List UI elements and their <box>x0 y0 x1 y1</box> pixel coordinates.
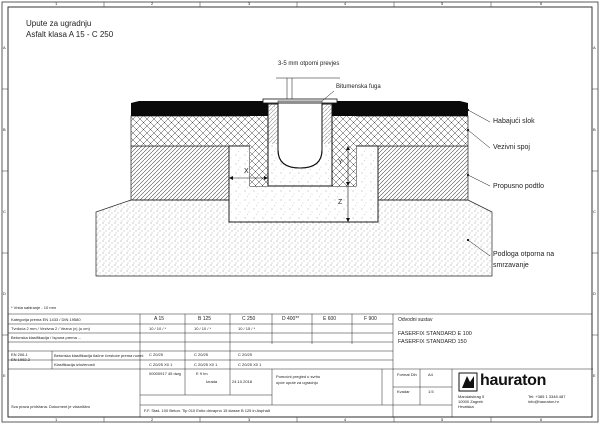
drawing-description: F.F. Staš. 100 Beton. Tip 010 Entio driv… <box>144 408 270 413</box>
class-f900: F 900 <box>364 316 377 322</box>
address-line-2: 10000 Zagreb <box>458 399 483 404</box>
address-line-3: Hrvatska <box>458 404 474 409</box>
col-label: 3 <box>248 1 251 6</box>
col-label: 6 <box>540 417 543 422</box>
table-cell: 10 / 15 / * <box>238 326 256 331</box>
note-line-1: Pomoćni pregled u svrhu <box>276 374 321 379</box>
row-label-concrete: Betonska klasifikacija / Ispuna prema ..… <box>11 335 82 340</box>
company-name: hauraton <box>480 372 547 389</box>
title-line-1: Upute za ugradnju <box>26 19 92 28</box>
system-item: FASERFIX STANDARD 150 <box>398 339 467 345</box>
row-label: D <box>3 291 6 296</box>
col-label: 6 <box>540 1 543 6</box>
company-email: info@hauraton.hr <box>528 399 559 404</box>
row-label: E <box>593 373 596 378</box>
table-cell: 10 / 10 / * <box>149 326 167 331</box>
row-label-category: Kategorija prema EN 1433 / DIN 19580 <box>11 317 81 322</box>
row-label: B <box>593 127 596 132</box>
systems-title: Odvodni sustav <box>398 317 433 323</box>
sheet-value: 1:5 <box>428 389 434 394</box>
row-label: D <box>593 291 596 296</box>
class-c250: C 250 <box>242 316 256 322</box>
col-label: 3 <box>248 417 251 422</box>
table-cell: C 20/25 X0 1 <box>238 362 262 367</box>
drawn-date: 24.10.2018 <box>232 379 253 384</box>
col-label: 4 <box>344 1 347 6</box>
x-dimension-label: X <box>244 168 249 175</box>
note-line-2: opće upute za ugradnju <box>276 380 318 385</box>
table-cell: 10 / 10 / * <box>194 326 212 331</box>
format-value: A4 <box>428 372 433 377</box>
row-label: C <box>593 209 596 214</box>
side-code-2: EN 1992-2 <box>11 357 31 362</box>
drawn-label: Izrada <box>206 379 218 384</box>
table-cell: C 20/25 X0 1 <box>149 362 173 367</box>
class-e600: E 600 <box>323 316 337 322</box>
z-dimension-label: Z <box>338 199 343 206</box>
row-label: C <box>3 209 6 214</box>
frost-label-2: smrzavanje <box>493 262 529 269</box>
row-label: A <box>593 45 596 50</box>
system-item: FASERFIX STANDARD E 100 <box>398 331 472 337</box>
binder-label: Vezivni spoj <box>493 144 530 151</box>
address-line-1: Mandalskrag 5 <box>458 394 485 399</box>
class-a15: A 15 <box>154 316 165 322</box>
legal-notice: Sva prava pridržana. Dokument je vlasniš… <box>11 404 91 409</box>
footnote: * Vrsta sabiranje - 10 mm <box>11 305 56 310</box>
row-label-thickness: Tvrdoća 2 mm / Vezivna 2 / Vezna (x) (u … <box>11 326 90 331</box>
drawing-number: 00000917 45 dwg <box>149 371 181 376</box>
company-phone: Tel: +385 1 3348 487 <box>528 394 566 399</box>
col-label: 2 <box>151 1 154 6</box>
class-d400: D 400** <box>282 316 300 322</box>
col-label: 4 <box>344 417 347 422</box>
title-block-lines <box>7 313 593 418</box>
col-label: 2 <box>151 417 154 422</box>
wear-label: Habajući slok <box>493 118 535 125</box>
col-label: 5 <box>441 417 444 422</box>
row-label: A <box>3 45 6 50</box>
col-label: 5 <box>441 1 444 6</box>
row-label-exposure: Klasifikacija izloženosti <box>54 362 95 367</box>
row-label: E <box>3 373 6 378</box>
class-b125: B 125 <box>198 316 212 322</box>
sheet-label: Kvadar <box>397 389 410 394</box>
row-label: B <box>3 127 6 132</box>
joint-label: Bitumenska fuga <box>336 84 381 90</box>
gap-label: 3-5 mm otporni prevjes <box>278 61 340 67</box>
format-label: Format Dih <box>397 372 417 377</box>
row-label-strength: Betonska klasifikacija tlačne čvrstoće p… <box>54 353 144 358</box>
side-code-1: EN 206-1 <box>11 352 28 357</box>
cross-section <box>95 77 493 277</box>
base-label: Propusno podtlo <box>493 183 544 190</box>
col-label: 1 <box>55 1 58 6</box>
hauraton-logo-mark <box>458 372 478 392</box>
y-dimension-label: Y <box>338 159 343 166</box>
table-cell: C 20/25 <box>194 352 209 357</box>
table-cell: C 20/25 X0 1 <box>194 362 218 367</box>
frost-label-1: Podloga otporna na <box>493 251 555 258</box>
table-cell: C 20/25 <box>238 352 253 357</box>
col-label: 1 <box>55 417 58 422</box>
drawing-scale: E 9 Im <box>196 371 208 376</box>
table-cell: C 20/25 <box>149 352 164 357</box>
title-line-2: Asfalt klasa A 15 - C 250 <box>26 30 114 39</box>
